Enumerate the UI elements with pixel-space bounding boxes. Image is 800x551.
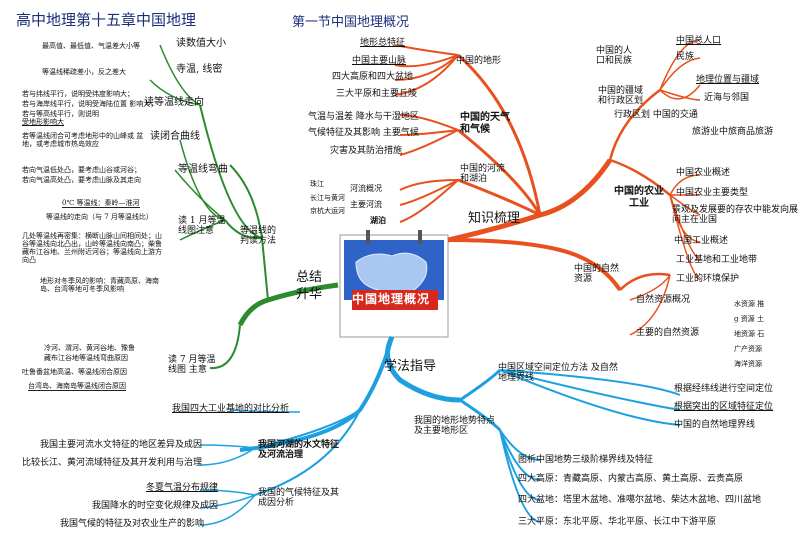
agri-item: 景观及发展要的存农中能发向展问主在业国	[672, 205, 799, 226]
summary-branch	[149, 44, 339, 370]
method-terrain-item: 三大平原：东北平原、华北平原、长江中下游平原	[518, 517, 717, 527]
node-resources: 中国的自然资源	[574, 264, 620, 285]
summary-item: 冷河、渭河、黄河谷地、豫鲁	[44, 344, 135, 352]
resource-item: 主要的自然资源	[636, 328, 700, 338]
node-river: 中国的河流和湖泊	[460, 164, 506, 185]
method-terrain-item: 图析中国地势三级阶梯界线及特征	[518, 455, 654, 465]
river-sub: 珠江	[310, 180, 324, 188]
summary-item: 藏布江谷地等温线弯曲原因	[44, 354, 128, 362]
agri-item: 中国农业主要类型	[676, 188, 749, 198]
agri-item: 中国农业概述	[676, 168, 731, 178]
agri-item: 工业的环境保护	[676, 274, 740, 284]
method-climate-item: 我国降水的时空变化规律及成因	[92, 501, 219, 511]
summary-item: 若与纬线平行，说明受纬度影响大；	[22, 90, 134, 98]
admin-item: 行政区划 中国的交通	[614, 110, 698, 120]
population-item: 民族	[676, 52, 695, 62]
summary-read-values: 读数值大小	[176, 38, 226, 49]
river-item: 湖泊	[370, 215, 386, 225]
summary-item: 0℃ 等温线：秦岭—淮河	[62, 199, 140, 209]
method-branch	[199, 335, 681, 526]
method-climate-item: 我国气候的特征及对农业生产的影响	[60, 519, 205, 529]
summary-read-jan: 读 1 月等温线图注意	[178, 216, 226, 237]
summary-item: 受地形影响大	[22, 118, 64, 126]
resource-type: 海洋资源	[734, 360, 762, 368]
summary-item: 若向气温高处凸，要考虑山脉及其走向	[22, 176, 141, 184]
resource-item: 自然资源概况	[636, 295, 691, 305]
method-line-item: 根据经纬线进行空间定位	[674, 384, 774, 394]
method-comparison: 我国四大工业基地的对比分析	[172, 404, 290, 414]
terrain-item: 四大高原和四大盆地	[332, 72, 414, 82]
summary-item: 等温线稀疏差小，反之差大	[42, 68, 126, 76]
admin-item: 旅游业中旅商品旅游	[692, 127, 774, 137]
method-region-locate: 中国区域空间定位方法 及自然地理界线	[498, 363, 618, 384]
branch-summary: 总结 升华	[296, 270, 323, 302]
summary-read-closed: 读闭合曲线	[150, 131, 200, 142]
resource-type: g 资源 土	[734, 315, 764, 323]
river-item: 主要河流	[350, 200, 382, 209]
agri-item: 工业基地和工业地带	[676, 255, 758, 265]
node-terrain: 中国的地形	[456, 56, 502, 66]
title-left: 高中地理第十五章中国地理	[16, 11, 197, 29]
branch-knowledge: 知识梳理	[468, 211, 521, 226]
center-card-illustration	[339, 230, 449, 338]
climate-item: 气候特征及其影响 主要气候	[308, 128, 419, 138]
terrain-item: 三大平原和主要丘陵	[336, 89, 418, 99]
node-climate: 中国的天气和气候	[460, 112, 510, 135]
summary-item: 若与等高线平行，则说明	[22, 110, 99, 118]
node-population: 中国的人口和民族	[596, 46, 633, 67]
summary-read-bend: 读等温线走向	[144, 97, 204, 108]
method-climate-region: 我国的气候特征及其成因分析	[258, 488, 340, 509]
terrain-item: 中国主要山脉	[352, 56, 407, 66]
summary-item: 若等温线闭合可考虑地形中的山峰或 盆地，或考虑城市热岛效应	[22, 132, 144, 149]
climate-item: 灾害及其防治措施	[330, 146, 403, 156]
summary-isotherm-method: 等温线的判读方法	[240, 226, 277, 247]
summary-item: 若向气温低处凸，要考虑山谷或河谷；	[22, 166, 141, 174]
agri-item: 中国工业概述	[674, 236, 729, 246]
summary-item: 几处等温线再密集：横断山脉山间相间处；山谷等温线向北凸出，山岭等温线向南凸；柴鲁…	[22, 232, 162, 265]
branch-method: 学法指导	[384, 359, 437, 374]
summary-item: 等温线的走向（与 7 月等温线比）	[46, 213, 153, 221]
method-line-item: 根据突出的区域特征定位	[674, 402, 774, 412]
river-sub: 京杭大运河	[310, 207, 345, 215]
knowledge-branch	[394, 39, 701, 336]
population-item: 地理位置与疆域	[696, 75, 760, 85]
method-river-region: 我国河湖的水文特征及河流治理	[258, 440, 340, 461]
method-climate-item: 冬夏气温分布规律	[146, 483, 219, 493]
node-admin: 中国的疆域和行政区划	[598, 86, 644, 107]
resource-type: 广产资源	[734, 345, 762, 353]
climate-item: 气温与温差 降水与干湿地区	[308, 112, 419, 122]
method-river-item: 我国主要河流水文特征的地区差异及成因	[40, 440, 203, 450]
summary-item: 若与海岸线平行，说明受海陆位置 影响大；	[22, 100, 158, 108]
method-river-item: 比较长江、黄河流域特征及其开发利用与治理	[22, 458, 203, 468]
method-terrain-region: 我国的地形地势特点 及主要地形区	[414, 416, 496, 437]
resource-type: 地资源 石	[734, 330, 765, 338]
terrain-item: 地形总特征	[360, 38, 406, 48]
river-sub: 长江与黄河	[310, 194, 345, 202]
method-line-item: 中国的自然地理界线	[674, 420, 756, 430]
method-terrain-item: 四大高原：青藏高原、内蒙古高原、黄土高原、云贵高原	[518, 474, 744, 484]
river-item: 河流概况	[350, 184, 382, 193]
summary-item: 吐鲁番盆地高温、等温线闭合原因	[22, 368, 127, 376]
resource-type: 水资源 推	[734, 300, 765, 308]
summary-item: 最高值、最低值、气温差大小等	[42, 42, 140, 50]
summary-item: 地形对冬季风的影响：青藏高原、海南岛、台湾等地可冬季风影响	[40, 277, 159, 294]
method-terrain-item: 四大盆地：塔里木盆地、准噶尔盆地、柴达木盆地、四川盆地	[518, 495, 762, 505]
population-item: 近海与邻国	[704, 93, 750, 103]
population-item: 中国总人口	[676, 36, 722, 46]
summary-read-curve: 等温线弯曲	[178, 164, 228, 175]
title-center: 第一节中国地理概况	[292, 15, 410, 30]
summary-read-jul: 读 7 月等温线图 主意	[168, 355, 216, 376]
summary-item: 台湾岛、海南岛等温线闭合原因	[28, 382, 126, 392]
summary-read-wet: 寺温, 线密	[176, 64, 223, 75]
node-agriculture: 中国的农业工业	[614, 186, 664, 209]
center-card-title: 中国地理概况	[352, 292, 431, 306]
